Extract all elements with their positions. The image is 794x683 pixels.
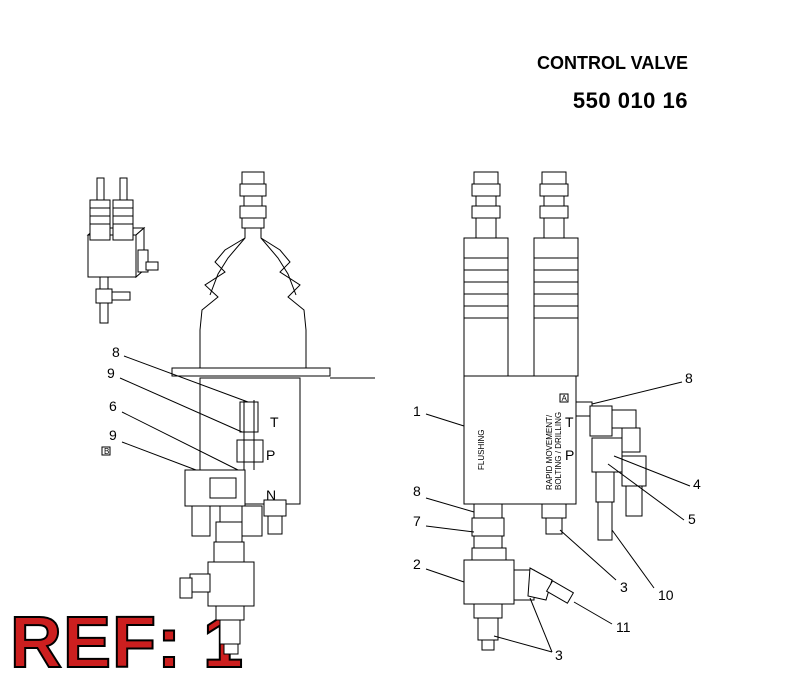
callout-right-2: 2 — [413, 556, 421, 572]
front-view-assembly: FLUSHING RAPID MOVEMENT/ BOLTING / DRILL… — [463, 171, 647, 651]
port-b-label: B — [104, 447, 109, 456]
callout-right-4: 4 — [693, 476, 701, 492]
callout-right-3a: 3 — [620, 579, 628, 595]
callout-right-3b: 3 — [555, 647, 563, 663]
callout-right-8b: 8 — [685, 370, 693, 386]
thumbnail-assembly — [86, 177, 159, 324]
part-number: 550 010 16 — [572, 88, 688, 113]
port-p-right-label: P — [565, 447, 574, 463]
callout-right-10: 10 — [658, 587, 674, 603]
valve-text-line2: BOLTING / DRILLING — [554, 412, 563, 490]
valve-text-line1: RAPID MOVEMENT/ — [545, 414, 554, 490]
port-t-right-label: T — [565, 414, 574, 430]
callout-left-9a: 9 — [107, 365, 115, 381]
diagram-title: CONTROL VALVE — [536, 53, 688, 73]
callout-left-6: 6 — [109, 398, 117, 414]
callout-left-8: 8 — [112, 344, 120, 360]
side-view-assembly: T P N B — [101, 171, 375, 655]
callout-right-8a: 8 — [413, 483, 421, 499]
left-callouts: 8 9 6 9 — [107, 344, 249, 471]
callout-left-9b: 9 — [109, 427, 117, 443]
port-t-label: T — [270, 414, 279, 430]
callout-right-1: 1 — [413, 403, 421, 419]
port-n-label: N — [266, 487, 276, 503]
ref-label: REF: 1 — [9, 603, 245, 683]
callout-right-5: 5 — [688, 511, 696, 527]
flushing-text: FLUSHING — [477, 430, 486, 470]
callout-right-7: 7 — [413, 513, 421, 529]
port-a-label: A — [562, 394, 568, 403]
callout-right-11: 11 — [616, 619, 631, 635]
right-callouts: 1 8 7 2 3 8 4 5 3 10 11 — [413, 370, 701, 663]
port-p-label: P — [266, 447, 275, 463]
